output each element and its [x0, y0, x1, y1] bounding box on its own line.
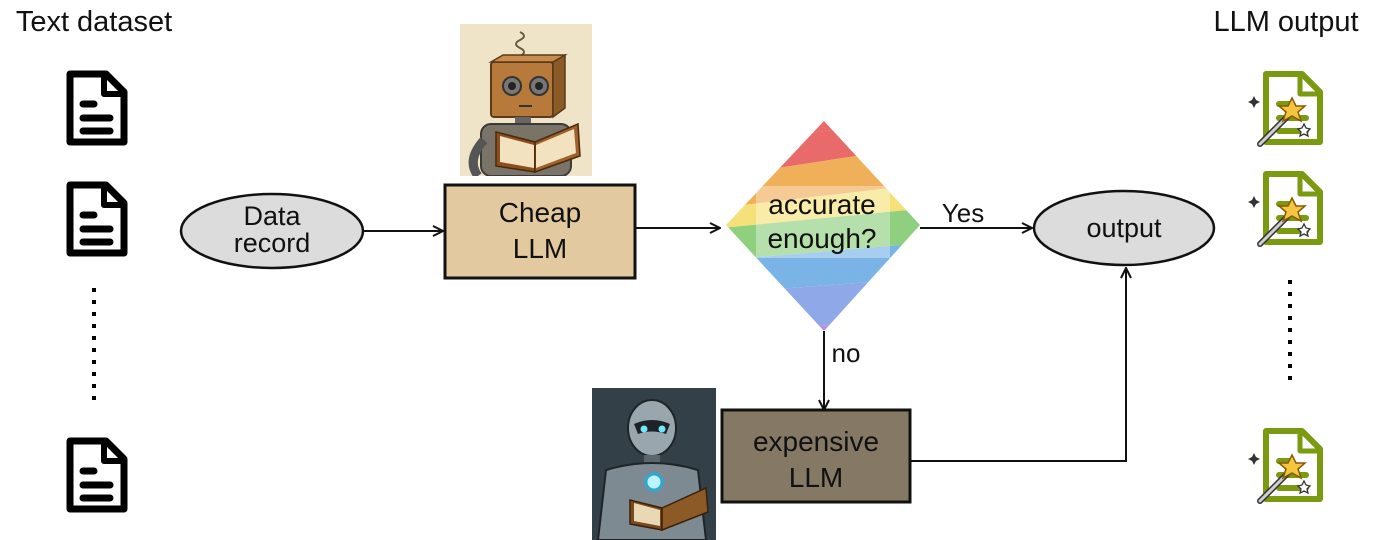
- edges: [364, 228, 1126, 462]
- data-record-label-line2: record: [234, 228, 311, 258]
- magic-document-icon: [1248, 431, 1320, 501]
- cheap-robot-illustration: [460, 24, 592, 176]
- cheap-llm-label-line2: LLM: [513, 233, 567, 264]
- no-label: no: [832, 338, 861, 368]
- decision-label-line2: enough?: [767, 223, 876, 254]
- yes-label: Yes: [942, 198, 984, 228]
- data-record-node: Data record: [179, 192, 365, 270]
- decision-label-line1: accurate: [768, 189, 875, 220]
- cheap-llm-node: Cheap LLM: [443, 183, 637, 280]
- output-label: output: [1086, 213, 1162, 243]
- expensive-llm-node: expensive LLM: [720, 408, 912, 504]
- expensive-llm-label-line2: LLM: [789, 462, 843, 493]
- input-document-list: [70, 74, 124, 509]
- edge-expensive-to-output: [910, 268, 1126, 462]
- output-document-list: [1248, 74, 1320, 501]
- cheap-llm-label-line1: Cheap: [499, 197, 582, 228]
- document-icon: [70, 74, 124, 142]
- magic-document-icon: [1248, 74, 1320, 144]
- expensive-robot-illustration: [592, 388, 716, 540]
- decision-node: accurate enough?: [726, 121, 920, 331]
- expensive-llm-label-line1: expensive: [753, 426, 879, 457]
- data-record-label-line1: Data: [243, 201, 301, 231]
- right-title: LLM output: [1213, 6, 1358, 38]
- output-node: output: [1032, 189, 1216, 267]
- document-icon: [70, 441, 124, 509]
- left-title: Text dataset: [16, 6, 172, 38]
- magic-document-icon: [1248, 174, 1320, 244]
- document-icon: [70, 185, 124, 253]
